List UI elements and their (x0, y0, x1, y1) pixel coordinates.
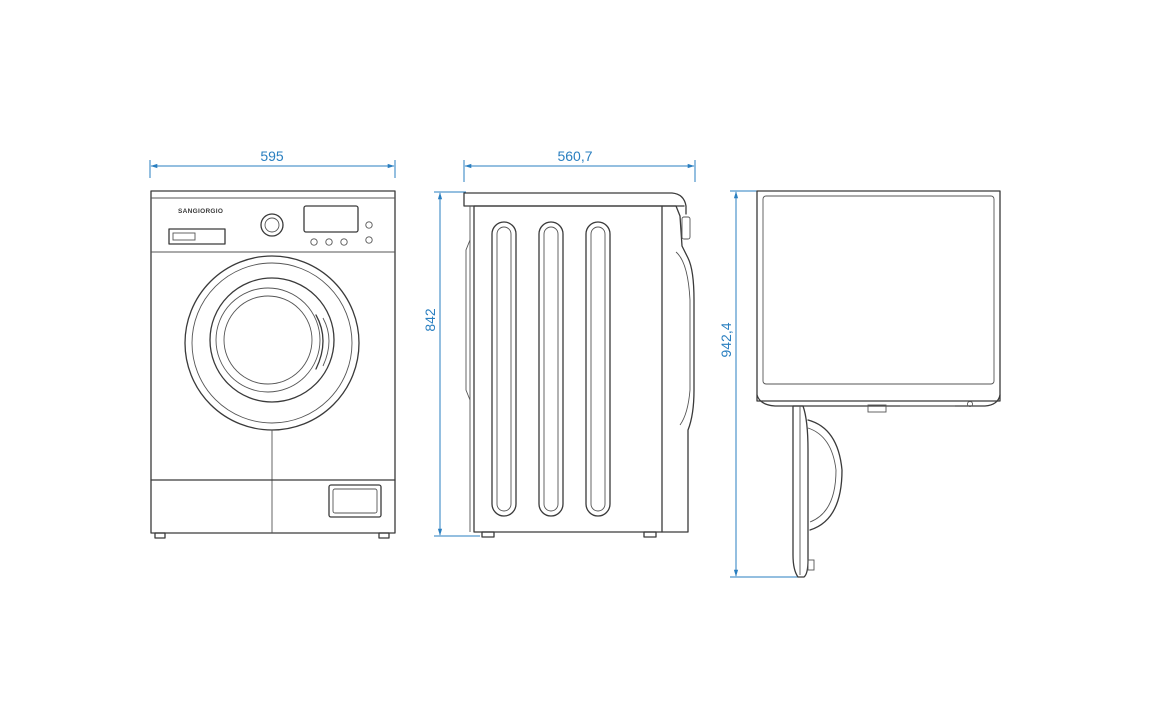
height-label: 842 (422, 308, 438, 332)
front-view: 595 SANGIORGIO (149, 148, 396, 539)
side-view: 560,7 842 (422, 148, 696, 538)
filter-cover (328, 484, 382, 518)
door-open-depth-label: 942,4 (718, 322, 734, 357)
program-knob (260, 213, 284, 237)
front-left-foot (154, 532, 166, 539)
door-outer-ring (184, 255, 360, 431)
side-cabinet (473, 205, 663, 533)
control-panel: SANGIORGIO (168, 205, 373, 246)
height-dimension: 842 (422, 191, 480, 537)
top-lid (756, 190, 1001, 402)
display-window (303, 205, 359, 233)
side-front-foot (643, 531, 657, 538)
side-rib-2 (538, 221, 564, 517)
width-label: 595 (260, 148, 284, 164)
side-top-lid (463, 192, 687, 215)
door-open-depth-dimension: 942,4 (718, 190, 800, 578)
open-door (792, 405, 809, 578)
depth-label: 560,7 (557, 148, 592, 164)
side-rear-foot (481, 531, 495, 538)
detergent-drawer (168, 228, 226, 245)
front-right-foot (378, 532, 390, 539)
top-view: 942,4 (718, 190, 1001, 578)
width-dimension: 595 (149, 148, 396, 178)
door (184, 255, 360, 431)
brand-logo-text: SANGIORGIO (178, 208, 223, 215)
side-rib-1 (491, 221, 517, 517)
side-rib-3 (585, 221, 611, 517)
depth-dimension: 560,7 (463, 148, 696, 182)
front-cabinet (150, 190, 396, 534)
